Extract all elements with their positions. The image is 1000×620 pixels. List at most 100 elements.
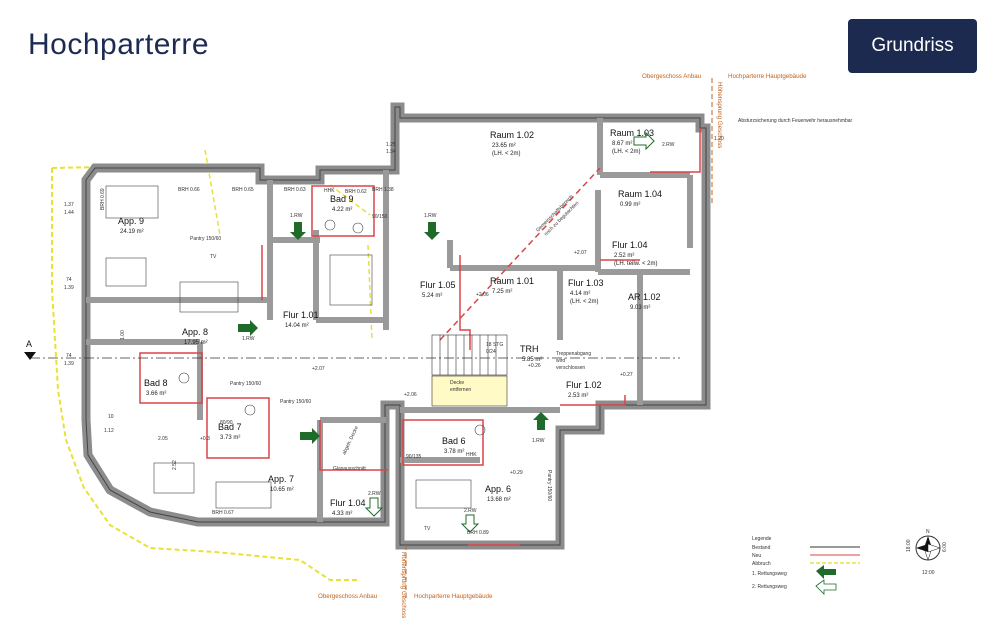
room-name: Flur 1.03 bbox=[568, 278, 604, 288]
room-area: 4.22 m² bbox=[332, 207, 352, 213]
label-brh062: BRH 0.62 bbox=[345, 189, 367, 195]
boundary-bottom-right: Hochparterre Hauptgebäude bbox=[414, 593, 493, 600]
legend-item-2: Neu bbox=[752, 553, 761, 559]
room-name: App. 7 bbox=[268, 474, 294, 484]
dim-10: 10 bbox=[108, 414, 114, 420]
plan-type-badge[interactable]: Grundriss bbox=[848, 19, 977, 73]
label-brh069: BRH 0.69 bbox=[100, 188, 106, 210]
room-area: 7.25 m² bbox=[492, 289, 512, 295]
room-name: Raum 1.04 bbox=[618, 189, 662, 199]
legend: Legende Bestand Neu Abbruch 1. Rettungsw… bbox=[752, 536, 860, 595]
room-label: AR 1.029.03 m² bbox=[628, 292, 661, 311]
level-207: +2.07 bbox=[574, 250, 587, 256]
note-glas: Glasausschnitt bbox=[333, 466, 366, 472]
compass-t2: 6:00 bbox=[942, 542, 948, 552]
room-name: Raum 1.03 bbox=[610, 128, 654, 138]
label-rw2: 2.RW bbox=[662, 142, 675, 148]
label-hhk2: HHK bbox=[466, 452, 477, 458]
room-label: Bad 8 3.66 m² bbox=[144, 378, 168, 397]
note-abgeh: abgeh. Decke bbox=[341, 425, 360, 456]
room-area: 4.14 m² bbox=[570, 291, 590, 297]
room-area: 4.33 m² bbox=[332, 511, 352, 517]
dim-100: 1.00 bbox=[120, 330, 126, 340]
label-90150: 90/150 bbox=[372, 214, 388, 220]
room-name: Flur 1.04 bbox=[330, 498, 366, 508]
legend-title: Legende bbox=[752, 536, 772, 542]
dim-112: 1.12 bbox=[104, 428, 114, 434]
label-rw1d: 1.RW bbox=[532, 438, 545, 444]
room-area: 14.04 m² bbox=[285, 323, 309, 329]
legend-item-4: 1. Rettungsweg bbox=[752, 571, 787, 577]
room-label: App. 7 10.65 m² bbox=[268, 474, 294, 493]
compass-north: N bbox=[926, 529, 930, 535]
dim-205: 2.05 bbox=[158, 436, 168, 442]
label-pantry-d: Pantry 150/60 bbox=[546, 470, 552, 501]
room-area: 3.78 m² bbox=[444, 449, 464, 455]
dim-137: 1.37 bbox=[64, 202, 74, 208]
room-name: Flur 1.02 bbox=[566, 380, 602, 390]
room-area: 10.65 m² bbox=[270, 487, 294, 493]
page-title: Hochparterre bbox=[28, 28, 210, 61]
room-name: Bad 8 bbox=[144, 378, 168, 388]
room-label: Flur 1.04 4.33 m² bbox=[330, 498, 366, 517]
compass-t3: 12:00 bbox=[922, 570, 935, 576]
label-tv: TV bbox=[210, 254, 217, 260]
boundary-top-vertical: Höhensprung Geschoss bbox=[716, 82, 723, 148]
room-label: Flur 1.042.52 m²(LH. teilw. < 2m) bbox=[612, 240, 658, 267]
room-label: Bad 6 3.78 m² bbox=[442, 436, 466, 455]
dim-134: 1.34 bbox=[386, 149, 396, 155]
new-walls bbox=[139, 128, 701, 546]
label-rw2b: 2.RW bbox=[368, 491, 381, 497]
room-name: Bad 7 bbox=[218, 422, 242, 432]
section-mark: A bbox=[26, 339, 32, 349]
room-area: 13.68 m² bbox=[487, 497, 511, 503]
level-026: +0.26 bbox=[528, 363, 541, 369]
room-area: 9.03 m² bbox=[630, 305, 650, 311]
compass-t1: 18:00 bbox=[906, 539, 912, 552]
room-area: 8.67 m² bbox=[612, 141, 632, 147]
boundary-bottom-left: Obergeschoss Anbau bbox=[318, 593, 378, 600]
note-decke-2: entfernen bbox=[450, 387, 471, 393]
compass: N 18:00 6:00 12:00 bbox=[906, 529, 948, 576]
room-name: App. 9 bbox=[118, 216, 144, 226]
dim-139: 1.39 bbox=[64, 285, 74, 291]
escape-arrows bbox=[238, 222, 549, 444]
label-tv2: TV bbox=[424, 526, 431, 532]
room-label: Raum 1.017.25 m² bbox=[490, 276, 534, 295]
label-brh063: BRH 0.63 bbox=[284, 187, 306, 193]
room-note: (LH. < 2m) bbox=[612, 149, 641, 155]
room-name: Bad 6 bbox=[442, 436, 466, 446]
room-label: Flur 1.022.53 m² bbox=[566, 380, 602, 399]
dim-74b: 74 bbox=[66, 353, 72, 359]
note-trh-steps: 18 STG bbox=[486, 342, 503, 348]
dim-125: 1.25 bbox=[386, 142, 396, 148]
fixtures bbox=[105, 185, 486, 509]
legend-item-5: 2. Rettungsweg bbox=[752, 584, 787, 590]
room-label: App. 817.95 m² bbox=[182, 327, 208, 346]
escape-arrows-2 bbox=[364, 131, 655, 533]
room-area: 24.19 m² bbox=[120, 229, 144, 235]
room-area: 5.85 m² bbox=[522, 357, 542, 363]
label-brh066: BRH 0.66 bbox=[178, 187, 200, 193]
room-label: App. 9 24.19 m² bbox=[118, 216, 144, 235]
room-name: Flur 1.01 bbox=[283, 310, 319, 320]
level-029: +0.29 bbox=[510, 470, 523, 476]
label-brh065: BRH 0.65 bbox=[232, 187, 254, 193]
boundary-top-right: Hochparterre Hauptgebäude bbox=[728, 73, 807, 80]
room-area: 3.66 m² bbox=[146, 391, 166, 397]
room-area: 0.99 m² bbox=[620, 202, 640, 208]
room-label: App. 613.68 m² bbox=[485, 484, 511, 503]
label-pantry-a: Pantry 150/60 bbox=[190, 236, 221, 242]
room-label: Bad 73.73 m² bbox=[218, 422, 242, 441]
room-name: Raum 1.02 bbox=[490, 130, 534, 140]
room-label: Flur 1.01 14.04 m² bbox=[283, 310, 319, 329]
dim-120: 1.20 bbox=[714, 136, 724, 142]
label-rw1b: 1.RW bbox=[424, 213, 437, 219]
room-name: Flur 1.05 bbox=[420, 280, 456, 290]
note-trh-dim: 0/24 bbox=[486, 349, 496, 355]
note-absturz-1: Absturzsicherung durch Feuerwehr herausn… bbox=[738, 118, 853, 124]
room-name: TRH bbox=[520, 344, 539, 354]
community-area-boundary bbox=[439, 167, 601, 341]
